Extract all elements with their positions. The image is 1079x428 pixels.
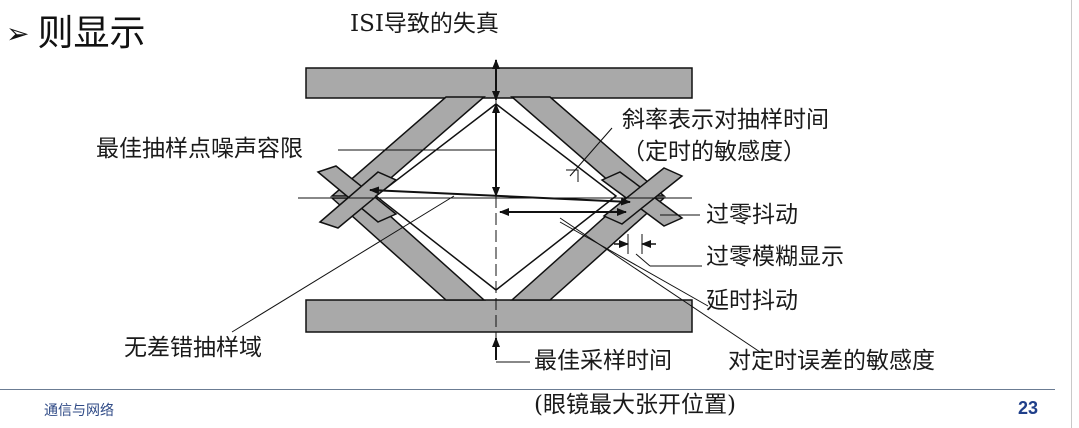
timing-error-sensitivity-label: 对定时误差的敏感度 <box>728 348 935 374</box>
delay-jitter-label: 延时抖动 <box>706 288 798 314</box>
best-sampling-time-label: 最佳采样时间 <box>534 348 672 374</box>
eye-right-upper-trace <box>509 96 667 197</box>
footer-course-name: 通信与网络 <box>44 403 114 419</box>
footer-divider <box>0 389 1055 390</box>
errorless-region-leader <box>231 195 455 333</box>
eye-bottom-band <box>305 299 693 333</box>
eye-max-open-label: (眼镜最大张开位置) <box>534 392 736 418</box>
zero-crossing-blur-label: 过零模糊显示 <box>706 244 844 270</box>
slope-marker <box>566 169 579 182</box>
noise-margin-label: 最佳抽样点噪声容限 <box>96 136 303 162</box>
zero-crossing-jitter-label: 过零抖动 <box>706 202 798 228</box>
errorless-sampling-region-label: 无差错抽样域 <box>124 335 262 361</box>
page-number: 23 <box>1018 398 1039 418</box>
eye-top-band <box>305 67 693 99</box>
slope-label-line2: （定时的敏感度） <box>622 139 806 165</box>
slide-right-border <box>1071 0 1072 428</box>
bullet-arrow-icon: ➢ <box>6 17 30 50</box>
delay-jitter-leader <box>559 221 709 307</box>
slope-label-line1: 斜率表示对抽样时间 <box>622 107 829 133</box>
slope-leader <box>569 127 613 177</box>
slide-title: ➢则显示 <box>6 12 145 56</box>
isi-distortion-label: ISI导致的失真 <box>350 11 499 37</box>
errorless-region-width-arrow <box>369 186 631 206</box>
zero-blur-leader <box>635 253 651 267</box>
timing-sensitivity-leader <box>559 217 761 353</box>
slide-title-text: 则显示 <box>37 13 146 54</box>
